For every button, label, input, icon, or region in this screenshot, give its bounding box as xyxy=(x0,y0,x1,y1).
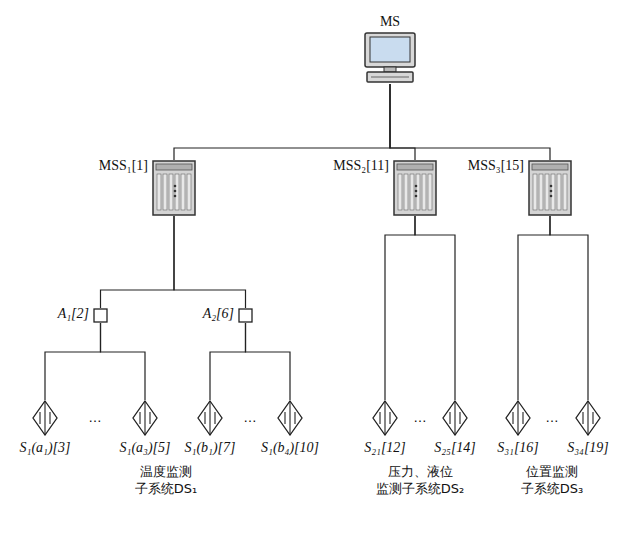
sensor-label: S₃₄[19] xyxy=(567,440,609,455)
rack-node: MSS₃[15] xyxy=(528,160,572,216)
sensor-icon xyxy=(277,400,303,436)
sensor-icon xyxy=(505,400,531,436)
subsystem-label: 压力、液位 监测子系统DS₂ xyxy=(375,464,466,498)
bus-connector xyxy=(385,216,415,400)
rack-icon xyxy=(528,160,572,216)
box-icon xyxy=(238,308,253,323)
device-label: MSS₂[11] xyxy=(333,158,389,173)
sensor-icon xyxy=(132,400,158,436)
box-node: A₂[6] xyxy=(238,308,253,323)
pc-node: MS xyxy=(362,32,418,84)
sensor-icon xyxy=(372,400,398,436)
device-label: A₂[6] xyxy=(203,306,234,321)
device-label: MSS₁[1] xyxy=(99,158,148,173)
sensor-node: S₁(a₃)[5] xyxy=(132,400,158,436)
bus-connector xyxy=(246,323,291,400)
ellipsis-mark: … xyxy=(89,410,102,425)
sensor-node: S₂₅[14] xyxy=(442,400,468,436)
device-label: MS xyxy=(380,14,400,29)
bus-connector xyxy=(174,216,246,308)
sensor-label: S₁(b₄)[10] xyxy=(261,440,319,455)
rack-icon xyxy=(393,160,437,216)
sensor-label: S₁(a₁)[3] xyxy=(20,440,71,455)
bus-connector xyxy=(210,323,246,400)
sensor-node: S₃₁[16] xyxy=(505,400,531,436)
sensor-icon xyxy=(575,400,601,436)
bus-connector xyxy=(101,216,175,308)
sensor-node: S₂₁[12] xyxy=(372,400,398,436)
rack-icon xyxy=(152,160,196,216)
device-label: A₁[2] xyxy=(58,306,89,321)
sensor-node: S₁(a₁)[3] xyxy=(32,400,58,436)
bus-connector xyxy=(415,216,455,400)
bus-connector xyxy=(45,323,101,400)
device-label: MSS₃[15] xyxy=(468,158,524,173)
sensor-node: S₁(b₄)[10] xyxy=(277,400,303,436)
sensor-icon xyxy=(442,400,468,436)
subsystem-label: 位置监测 子系统DS₃ xyxy=(507,464,598,498)
box-icon xyxy=(93,308,108,323)
rack-node: MSS₁[1] xyxy=(152,160,196,216)
subsystem-label: 温度监测 子系统DS₁ xyxy=(121,464,212,498)
sensor-label: S₁(b₁)[7] xyxy=(185,440,236,455)
sensor-label: S₂₅[14] xyxy=(434,440,476,455)
ellipsis-mark: … xyxy=(244,410,257,425)
sensor-label: S₁(a₃)[5] xyxy=(120,440,171,455)
ellipsis-mark: … xyxy=(414,410,427,425)
pc-icon xyxy=(362,32,418,84)
sensor-label: S₃₁[16] xyxy=(497,440,539,455)
bus-connector xyxy=(550,216,588,400)
bus-connector xyxy=(101,323,146,400)
bus-connector xyxy=(518,216,550,400)
sensor-node: S₃₄[19] xyxy=(575,400,601,436)
sensor-node: S₁(b₁)[7] xyxy=(197,400,223,436)
bus-connector xyxy=(174,84,390,160)
ellipsis-mark: … xyxy=(546,410,559,425)
bus-connector xyxy=(390,84,550,160)
rack-node: MSS₂[11] xyxy=(393,160,437,216)
sensor-icon xyxy=(197,400,223,436)
sensor-label: S₂₁[12] xyxy=(364,440,406,455)
sensor-icon xyxy=(32,400,58,436)
box-node: A₁[2] xyxy=(93,308,108,323)
